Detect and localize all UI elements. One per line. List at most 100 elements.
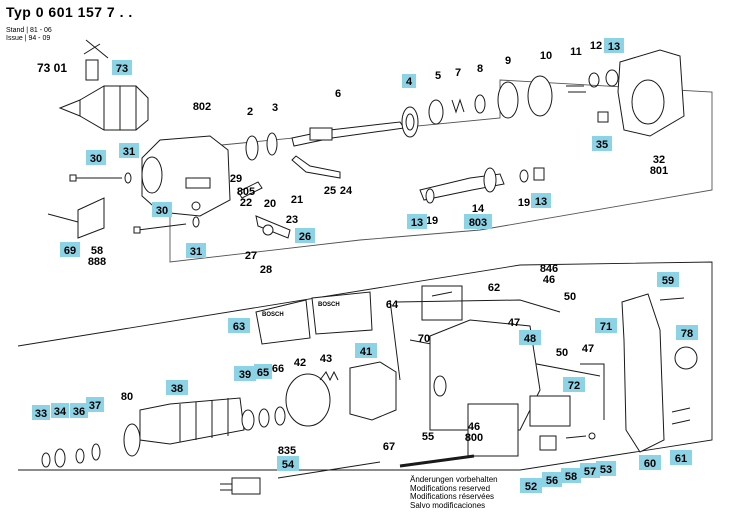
gear-housing-front bbox=[141, 135, 231, 217]
callout-box-52: 52 bbox=[520, 478, 542, 493]
part-number-73-01: 73 01 bbox=[37, 61, 67, 75]
part-number-52: 52 bbox=[525, 481, 537, 493]
part-number-34: 34 bbox=[54, 406, 67, 418]
part-number-19a: 19 bbox=[426, 215, 438, 227]
stand-label: Stand bbox=[6, 27, 25, 34]
part-number-6: 6 bbox=[335, 88, 341, 100]
part-number-7: 7 bbox=[455, 67, 461, 79]
part-number-4: 4 bbox=[406, 76, 413, 88]
part-number-69: 69 bbox=[64, 245, 76, 257]
callout-box-41: 41 bbox=[355, 343, 377, 358]
label-64-brand: BOSCH bbox=[318, 302, 340, 308]
page-title: Typ 0 601 157 7 . . bbox=[6, 4, 133, 20]
callout-box-53: 53 bbox=[596, 461, 616, 476]
callout-box-4: 4 bbox=[402, 74, 416, 88]
part-number-22: 22 bbox=[240, 197, 252, 209]
part-number-59: 59 bbox=[662, 275, 674, 287]
part-number-53: 53 bbox=[600, 464, 612, 476]
callout-box-13b: 13 bbox=[407, 214, 427, 229]
chuck-assembly bbox=[58, 39, 149, 131]
bottom-parts bbox=[41, 285, 698, 495]
part-number-802: 802 bbox=[193, 101, 211, 113]
part-number-5: 5 bbox=[435, 70, 441, 82]
notice-line-en: Modifications reserved bbox=[410, 483, 491, 493]
part-number-61: 61 bbox=[675, 453, 687, 465]
part-number-47a: 47 bbox=[508, 317, 520, 329]
callout-box-73: 73 bbox=[112, 60, 132, 75]
stand-row: Stand | 81 - 06 bbox=[6, 27, 52, 34]
issue-value: 94 - 09 bbox=[28, 35, 51, 42]
callout-box-13a: 13 bbox=[604, 38, 624, 53]
part-number-32: 32 bbox=[653, 154, 665, 166]
part-number-73: 73 bbox=[116, 63, 128, 75]
callout-box-35: 35 bbox=[592, 136, 612, 151]
part-number-54: 54 bbox=[282, 459, 295, 471]
issue-row: Issue | 94 - 09 bbox=[6, 35, 51, 42]
part-number-25: 25 bbox=[324, 185, 336, 197]
callout-box-33: 33 bbox=[32, 405, 50, 420]
callout-box-59: 59 bbox=[657, 272, 679, 287]
callout-box-48: 48 bbox=[519, 330, 541, 345]
spindle-parts bbox=[47, 49, 685, 239]
part-number-31a: 31 bbox=[123, 146, 135, 158]
callout-box-39: 39 bbox=[234, 366, 256, 381]
part-number-55: 55 bbox=[422, 431, 434, 443]
callout-box-61: 61 bbox=[670, 450, 692, 465]
part-number-38: 38 bbox=[171, 383, 183, 395]
part-number-47b: 47 bbox=[582, 343, 594, 355]
callout-box-65: 65 bbox=[254, 364, 272, 379]
part-number-56: 56 bbox=[546, 475, 558, 487]
part-number-30a: 30 bbox=[90, 153, 102, 165]
part-number-35: 35 bbox=[596, 139, 608, 151]
callout-box-13c: 13 bbox=[531, 193, 551, 208]
callouts: 73 01 802 2 3 6 5 7 8 9 10 11 12 32 801 … bbox=[37, 40, 668, 457]
part-number-78: 78 bbox=[681, 328, 693, 340]
part-number-29: 29 bbox=[230, 173, 242, 185]
part-number-65: 65 bbox=[257, 367, 269, 379]
callout-box-71: 71 bbox=[595, 318, 617, 333]
part-number-58: 58 bbox=[91, 245, 103, 257]
part-number-39: 39 bbox=[239, 369, 251, 381]
highlighted-callouts: 73 4 13 35 30 31 30 26 31 69 13 803 13 5… bbox=[32, 38, 698, 493]
callout-box-78: 78 bbox=[676, 325, 698, 340]
callout-box-57: 57 bbox=[580, 463, 600, 478]
part-number-46a: 46 bbox=[543, 274, 555, 286]
notice-line-fr: Modifications réservées bbox=[410, 492, 495, 502]
part-number-70: 70 bbox=[418, 333, 430, 345]
part-number-63: 63 bbox=[233, 321, 245, 333]
part-number-805: 805 bbox=[237, 186, 255, 198]
part-number-13b: 13 bbox=[411, 217, 423, 229]
callout-box-60: 60 bbox=[639, 455, 661, 470]
part-number-12: 12 bbox=[590, 40, 602, 52]
part-number-62: 62 bbox=[488, 282, 500, 294]
part-number-33: 33 bbox=[35, 408, 47, 420]
callout-box-803: 803 bbox=[464, 214, 492, 229]
callout-box-37: 37 bbox=[86, 397, 104, 412]
part-number-36: 36 bbox=[73, 406, 85, 418]
part-number-41: 41 bbox=[360, 346, 372, 358]
part-number-64: 64 bbox=[386, 299, 399, 311]
part-number-13a: 13 bbox=[608, 41, 620, 53]
part-number-11: 11 bbox=[570, 46, 582, 58]
revision-block: Stand | 81 - 06 Issue | 94 - 09 bbox=[6, 27, 52, 43]
part-number-9: 9 bbox=[505, 55, 511, 67]
part-number-71: 71 bbox=[600, 321, 612, 333]
part-number-28: 28 bbox=[260, 264, 272, 276]
part-number-60: 60 bbox=[644, 458, 656, 470]
part-number-27: 27 bbox=[245, 250, 257, 262]
part-number-801: 801 bbox=[650, 165, 668, 177]
part-number-37: 37 bbox=[89, 400, 101, 412]
callout-box-34: 34 bbox=[51, 403, 69, 418]
part-number-66: 66 bbox=[272, 363, 284, 375]
callout-box-38: 38 bbox=[166, 380, 188, 395]
part-number-2: 2 bbox=[247, 106, 253, 118]
part-number-20: 20 bbox=[264, 198, 276, 210]
callout-box-30b: 30 bbox=[152, 202, 172, 217]
part-number-835: 835 bbox=[278, 445, 296, 457]
part-number-72: 72 bbox=[568, 380, 580, 392]
part-number-888: 888 bbox=[88, 256, 106, 268]
part-number-57: 57 bbox=[584, 466, 596, 478]
callout-box-30a: 30 bbox=[86, 150, 106, 165]
part-number-50a: 50 bbox=[564, 291, 576, 303]
part-number-48: 48 bbox=[524, 333, 536, 345]
